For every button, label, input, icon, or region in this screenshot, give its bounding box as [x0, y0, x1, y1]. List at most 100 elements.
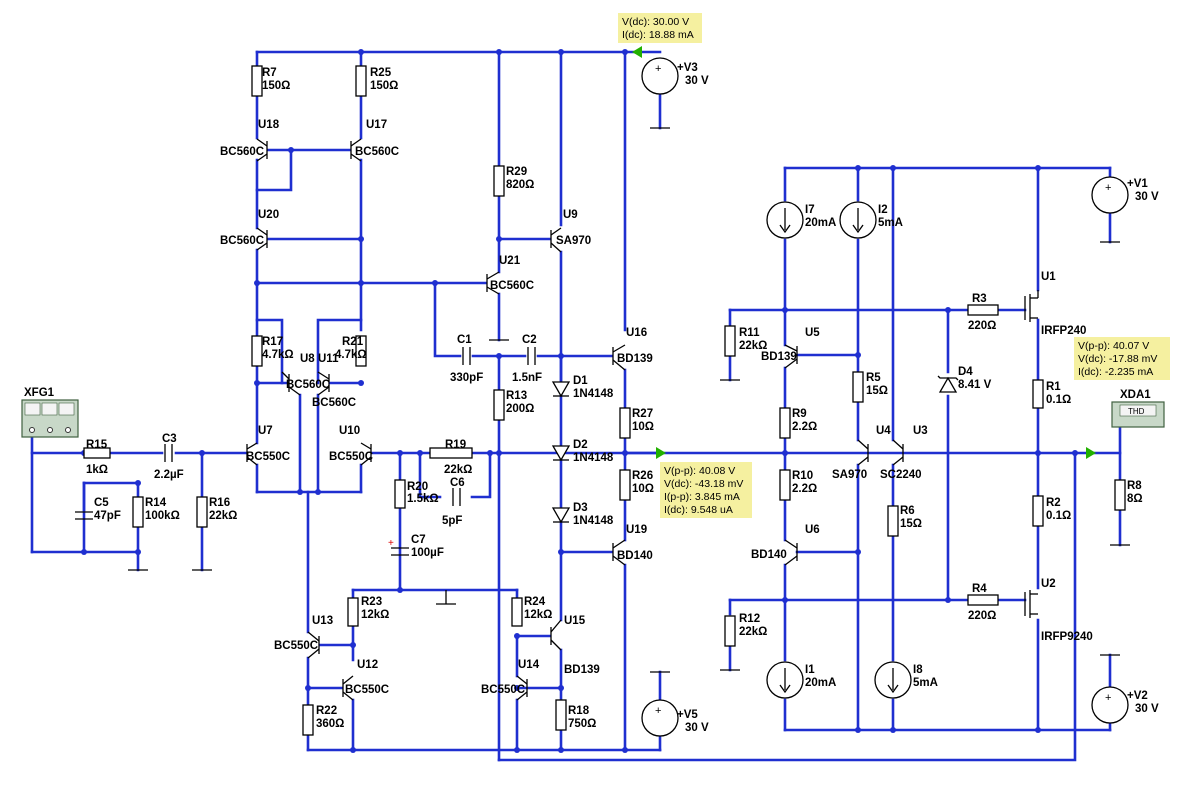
- resistor-r4: [967, 594, 999, 606]
- label-r9: R9: [792, 408, 807, 420]
- label-r15: R15: [86, 439, 108, 451]
- label-v2: +V2: [1127, 690, 1148, 702]
- value-v1: 30 V: [1135, 191, 1159, 203]
- type-u7: BC550C: [246, 451, 290, 463]
- type-u13: BC550C: [274, 640, 318, 652]
- capacitor-c3: [164, 444, 173, 462]
- resistor-r7: [251, 65, 263, 97]
- label-r11: R11: [739, 327, 760, 339]
- probe-v3-line1: V(dc): 30.00 V: [622, 16, 689, 28]
- resistor-r8: [1114, 479, 1126, 511]
- svg-text:+: +: [1105, 692, 1111, 704]
- resistor-r6: [887, 505, 899, 537]
- value-v2: 30 V: [1135, 703, 1159, 715]
- type-u6: BD140: [751, 549, 787, 561]
- label-r4: R4: [972, 583, 987, 595]
- value-r2: 0.1Ω: [1046, 510, 1071, 522]
- diode-d1: [551, 381, 571, 398]
- value-d4: 8.41 V: [958, 379, 992, 391]
- capacitor-c5: [75, 481, 93, 520]
- resistor-r9: [779, 407, 791, 439]
- svg-text:+: +: [388, 538, 394, 549]
- resistor-r23: [347, 597, 359, 627]
- label-u7: U7: [258, 425, 273, 437]
- label-i2: I2: [878, 204, 888, 216]
- type-u5: BD139: [761, 351, 797, 363]
- bjt-u8: [281, 371, 301, 396]
- value-r1: 0.1Ω: [1046, 394, 1071, 406]
- bjt-u21: [486, 271, 500, 295]
- resistor-r2: [1032, 495, 1044, 527]
- resistor-r19: [429, 447, 473, 459]
- voltage-source-v1: +: [1091, 176, 1129, 214]
- label-r5: R5: [866, 372, 881, 384]
- bjt-u15: [550, 619, 562, 651]
- value-c3: 2.2µF: [154, 469, 184, 481]
- value-r20: 1.5kΩ: [407, 493, 439, 505]
- resistor-r16: [196, 496, 208, 528]
- value-r19: 22kΩ: [444, 464, 472, 476]
- probe-u1-line2: V(dc): -17.88 mV: [1078, 353, 1157, 365]
- value-r16: 22kΩ: [209, 510, 237, 522]
- label-u12: U12: [357, 659, 378, 671]
- label-r10: R10: [792, 470, 813, 482]
- resistor-r12: [724, 615, 736, 647]
- probe-v3-box[interactable]: V(dc): 30.00 V I(dc): 18.88 mA: [618, 13, 702, 43]
- resistor-r20: [394, 479, 406, 509]
- bjt-u9: [550, 227, 562, 253]
- probe-out-line1: V(p-p): 40.08 V: [664, 465, 735, 477]
- diode-d2: [551, 445, 571, 462]
- current-source-i1: [766, 661, 804, 699]
- type-u16: BD139: [617, 353, 653, 365]
- label-v5: +V5: [677, 709, 698, 721]
- label-u15: U15: [564, 615, 586, 627]
- value-c7: 100µF: [411, 547, 444, 559]
- label-d2: D2: [573, 439, 588, 451]
- label-d4: D4: [958, 366, 973, 378]
- type-u2: IRFP9240: [1041, 631, 1093, 643]
- label-r17: R17: [262, 336, 283, 348]
- resistor-r14: [132, 496, 144, 528]
- function-generator-xfg1[interactable]: XFG1: [21, 387, 79, 438]
- distortion-analyzer-xda1[interactable]: THD XDA1: [1111, 389, 1165, 428]
- probe-u1-line1: V(p-p): 40.07 V: [1078, 340, 1149, 352]
- resistor-r17: [251, 335, 263, 367]
- xda1-label: XDA1: [1120, 389, 1151, 401]
- resistor-r22: [302, 704, 314, 736]
- bjt-u6: [784, 539, 798, 566]
- label-u2: U2: [1041, 578, 1056, 590]
- label-r25: R25: [370, 67, 392, 79]
- value-r12: 22kΩ: [739, 626, 767, 638]
- value-r23: 12kΩ: [361, 609, 389, 621]
- resistor-r18: [555, 699, 567, 731]
- value-r11: 22kΩ: [739, 340, 767, 352]
- value-r17: 4.7kΩ: [262, 349, 294, 361]
- capacitor-c1: [462, 347, 471, 365]
- resistor-r11: [724, 325, 736, 357]
- type-u14: BC550C: [481, 684, 525, 696]
- label-u17: U17: [366, 119, 387, 131]
- type-u1: IRFP240: [1041, 325, 1086, 337]
- type-d2: 1N4148: [573, 452, 614, 464]
- type-u18: BC560C: [220, 146, 264, 158]
- label-r3: R3: [972, 293, 987, 305]
- value-r24: 12kΩ: [524, 609, 552, 621]
- bjt-u16: [612, 344, 626, 371]
- label-r19: R19: [445, 439, 466, 451]
- probe-out-box[interactable]: V(p-p): 40.08 V V(dc): -43.18 mV I(p-p):…: [660, 462, 752, 518]
- resistor-r24: [511, 597, 523, 627]
- label-r23: R23: [361, 596, 382, 608]
- label-c2: C2: [522, 334, 537, 346]
- label-r7: R7: [262, 67, 277, 79]
- label-u8: U8: [300, 353, 315, 365]
- type-d1: 1N4148: [573, 388, 614, 400]
- label-u10: U10: [339, 425, 360, 437]
- label-r13: R13: [506, 390, 527, 402]
- resistor-r1: [1032, 379, 1044, 409]
- resistor-r29: [493, 165, 505, 197]
- type-u17: BC560C: [355, 146, 399, 158]
- label-i8: I8: [913, 664, 923, 676]
- svg-text:+: +: [655, 63, 661, 75]
- probe-u1-box[interactable]: V(p-p): 40.07 V V(dc): -17.88 mV I(dc): …: [1074, 337, 1170, 380]
